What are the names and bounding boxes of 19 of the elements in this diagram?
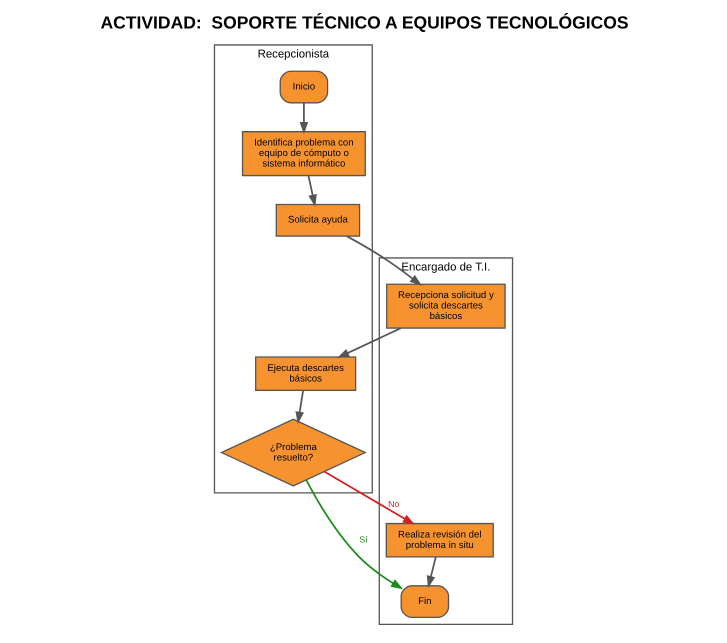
node-box: Solicita ayuda <box>276 204 360 237</box>
arrow <box>305 480 404 590</box>
arrow <box>308 176 317 207</box>
arrow <box>295 390 304 424</box>
node-box: Realiza revisión del problema in situ <box>386 522 494 558</box>
arrow <box>426 556 437 588</box>
diagram-title: ACTIVIDAD: SOPORTE TÉCNICO A EQUIPOS TECNOLÓGICOS <box>100 12 629 32</box>
arrow <box>300 102 308 134</box>
arrow <box>324 470 415 525</box>
edge-label: Sí <box>359 534 368 544</box>
node-box: Identifica problema con equipo de cómputo o sistema informático <box>242 131 366 176</box>
arrow <box>346 235 422 286</box>
node-box: Ejecuta descartes básicos <box>255 356 356 391</box>
node-box: Inicio <box>280 70 328 104</box>
node-box: Fin <box>400 585 450 618</box>
arrow <box>336 327 402 358</box>
edge-label: No <box>388 498 400 509</box>
node-box: Recepciona solicitud y solicita descartes básicos <box>386 284 506 329</box>
node-diamond: ¿Problema resuelto? <box>220 418 367 487</box>
